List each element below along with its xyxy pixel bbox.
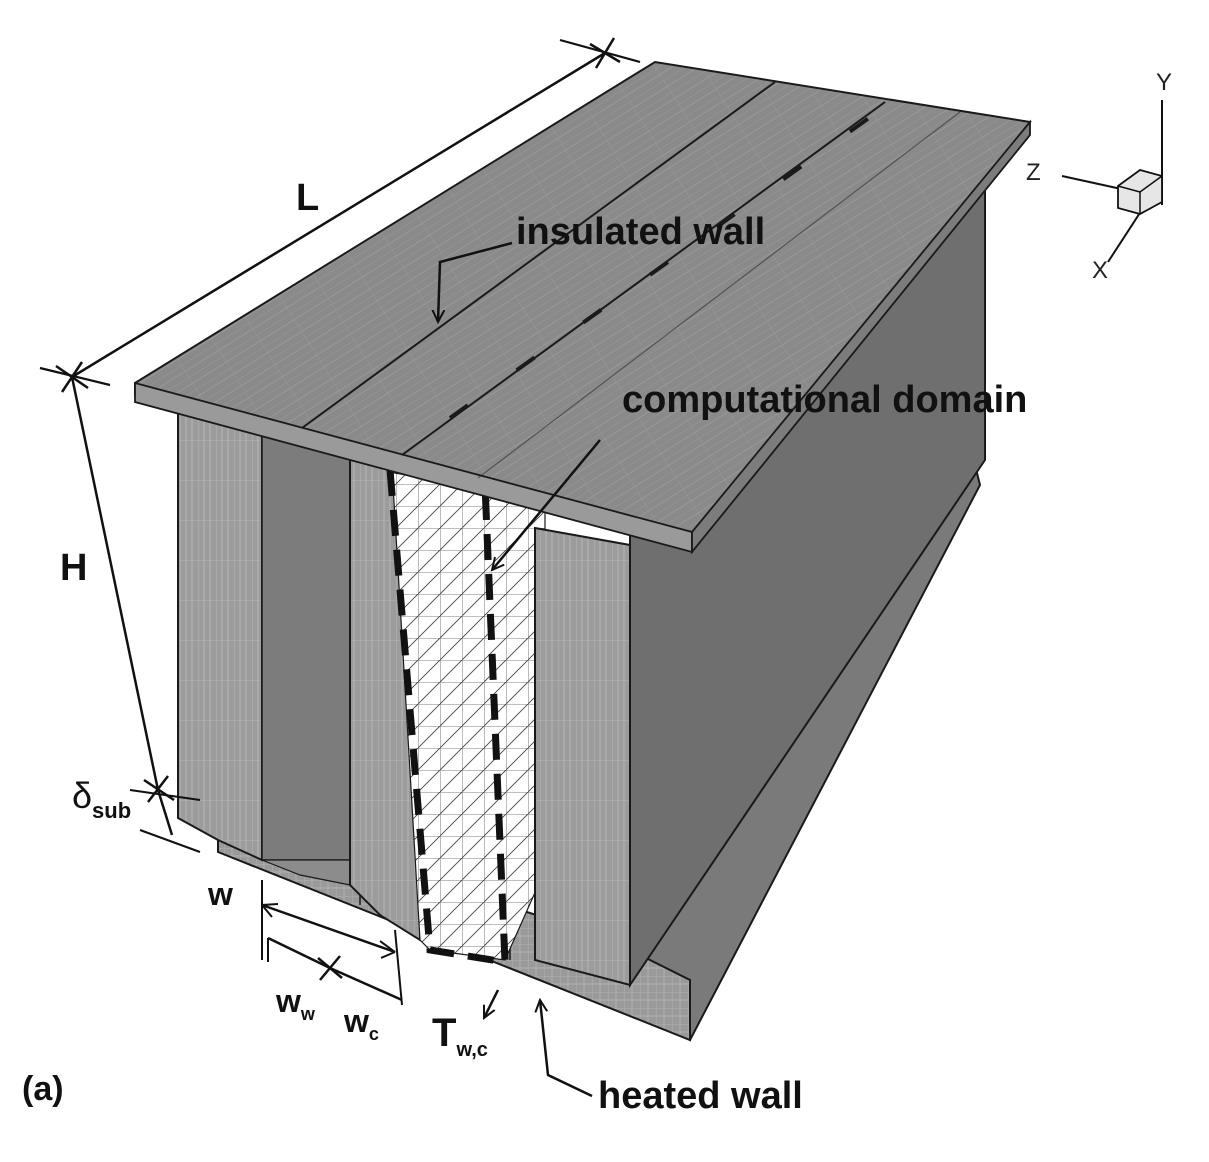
axis-triad: Y Z X	[1026, 69, 1172, 284]
dim-ww-main: w	[275, 983, 301, 1019]
fin-right-face	[534, 526, 631, 987]
arrow-heated-wall	[540, 1000, 593, 1098]
channel-left	[261, 429, 351, 861]
label-panel: (a)	[22, 1070, 64, 1108]
label-heated-wall: heated wall	[598, 1075, 803, 1117]
dim-L-label: L	[296, 177, 319, 219]
arrow-Twc	[482, 989, 500, 1018]
label-insulated-wall: insulated wall	[516, 211, 765, 253]
label-computational-domain: computational domain	[622, 379, 1027, 421]
dim-ww-subscript: w	[300, 1004, 316, 1024]
dim-w-label: w	[207, 876, 233, 912]
dim-delta-label: δsub	[72, 775, 131, 823]
dim-wc-label: wc	[343, 1003, 379, 1044]
dim-L-line	[71, 51, 606, 379]
dim-wc-line	[329, 966, 403, 1002]
dimension-annotations	[39, 37, 641, 1006]
axis-y-label: Y	[1156, 69, 1172, 96]
dim-ww-label: ww	[275, 983, 316, 1024]
dim-delta-symbol: δ	[72, 775, 92, 816]
text-labels: insulated wall computational domain heat…	[22, 177, 1027, 1117]
leader-arrows	[438, 241, 601, 1098]
dim-H-label: H	[60, 547, 87, 589]
axis-z-label: Z	[1026, 159, 1041, 186]
top-plate-side-edge	[691, 119, 1031, 555]
dim-H-line	[70, 376, 160, 791]
dim-w-line	[261, 903, 396, 954]
axis-x-label: X	[1092, 257, 1108, 284]
dim-T-subscript: w,c	[455, 1039, 488, 1061]
arrow-insulated-wall	[438, 241, 513, 322]
dim-wc-main: w	[343, 1003, 369, 1039]
dim-delta-subscript: sub	[92, 798, 131, 823]
arrow-computational-domain	[492, 439, 601, 570]
dim-Twc-label: Tw,c	[432, 1011, 488, 1061]
dim-T-main: T	[432, 1011, 456, 1055]
dim-delta-line	[156, 789, 174, 836]
insulated-top-plate	[134, 60, 1032, 555]
dim-ww-line	[267, 936, 331, 970]
front-fins	[177, 400, 631, 987]
dim-wc-subscript: c	[369, 1024, 379, 1044]
fin-left-face	[177, 400, 263, 862]
